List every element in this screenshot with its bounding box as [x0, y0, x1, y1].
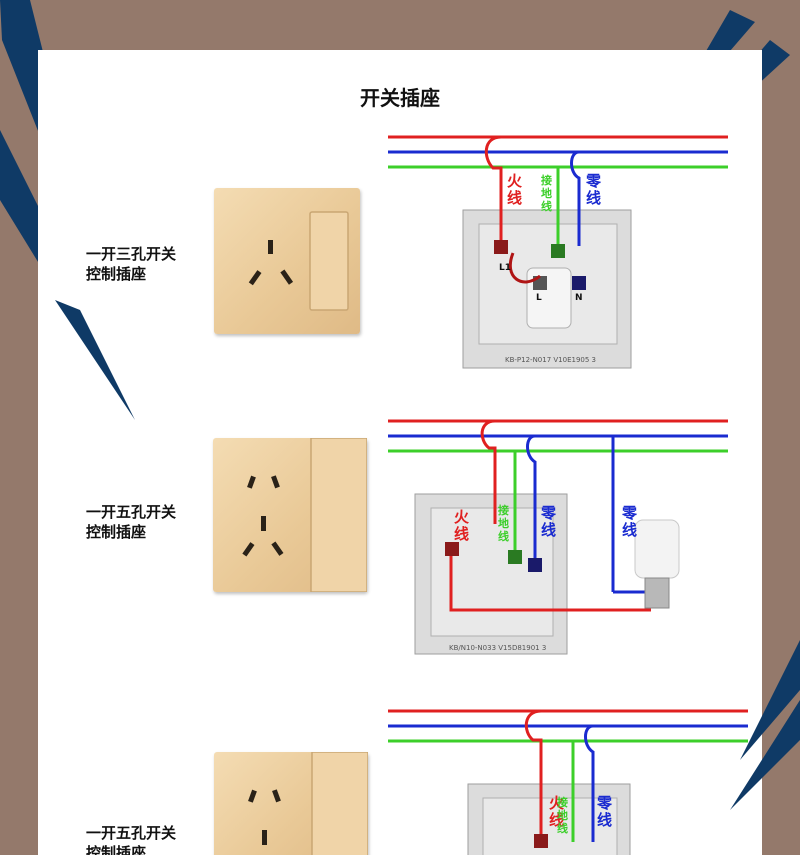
five-hole-socket-icon — [242, 437, 368, 593]
row-1-label: 一开三孔开关 控制插座 — [86, 245, 177, 283]
diagram-sheet: 开关插座 一开三孔开关 控制插座 火线 接地线 零线 L1 L — [38, 50, 762, 855]
svg-text:KB-P12-N017 V10E1905 3: KB-P12-N017 V10E1905 3 — [505, 356, 596, 364]
page-title: 开关插座 — [360, 86, 440, 110]
svg-text:L: L — [536, 293, 542, 303]
svg-text:火线: 火线 — [507, 172, 523, 207]
socket-five-hole-photo — [213, 437, 368, 593]
socket-five-hole-photo-2 — [214, 751, 369, 855]
svg-text:火线: 火线 — [549, 794, 565, 829]
terminal-l1: L1 — [499, 263, 511, 273]
row-1-wiring-diagram: 火线 接地线 零线 L1 L N KB-P12-N017 V10E1905 3 — [388, 135, 728, 369]
row-2-wiring-diagram: 火线 接地线 零线 零线 KB/N10-N033 V15D81901 3 — [388, 419, 728, 655]
three-hole-socket-icon — [248, 211, 349, 311]
svg-text:接地线: 接地线 — [498, 503, 509, 543]
svg-text:火线: 火线 — [454, 508, 470, 543]
row-1-live-label: 火 — [507, 172, 523, 190]
svg-text:接地线: 接地线 — [541, 173, 552, 213]
row-2-label: 一开五孔开关 控制插座 — [86, 503, 177, 541]
row-3-label: 一开五孔开关 控制插座 — [86, 824, 177, 855]
svg-text:零线: 零线 — [596, 794, 613, 829]
brush-stroke-left-3 — [55, 300, 135, 420]
socket-three-hole-photo — [214, 188, 360, 334]
svg-text:零线: 零线 — [585, 172, 602, 207]
row-3-wiring-diagram: 火线 接地线 零线 — [388, 709, 748, 855]
svg-text:N: N — [575, 293, 583, 303]
svg-text:零线: 零线 — [621, 504, 638, 539]
light-bulb-icon — [634, 519, 680, 609]
svg-text:零线: 零线 — [540, 504, 557, 539]
brush-stroke-bottom-right — [740, 640, 800, 760]
five-hole-socket-icon — [248, 751, 369, 855]
brush-stroke-bottom-right-2 — [730, 700, 800, 810]
svg-text:KB/N10-N033 V15D81901 3: KB/N10-N033 V15D81901 3 — [449, 644, 546, 652]
svg-text:接地线: 接地线 — [557, 795, 568, 835]
